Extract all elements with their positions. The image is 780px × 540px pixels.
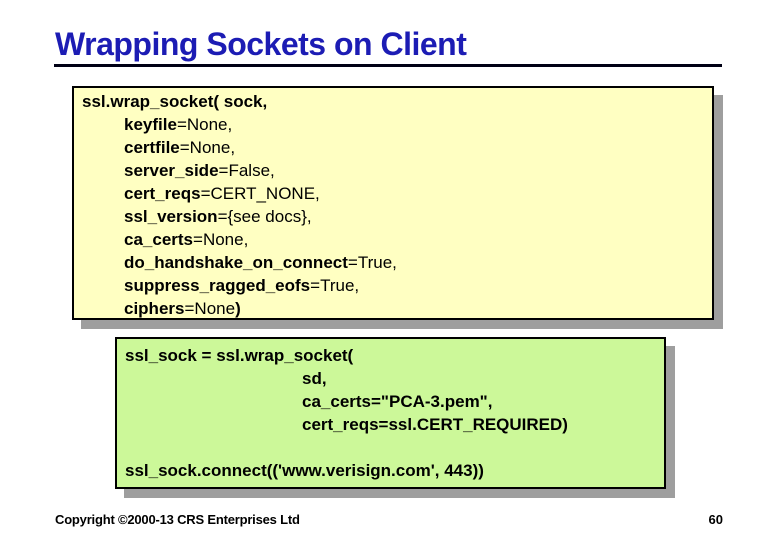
code-segment: sd, [302,369,327,388]
code-segment: cert_reqs [124,184,201,203]
code-line: ca_certs="PCA-3.pem", [125,390,664,413]
code-segment: ={see docs}, [217,207,312,226]
code-segment: ssl_sock.connect(('www.verisign.com', 44… [125,461,484,480]
footer-page-number: 60 [708,512,723,527]
code-segment: ssl.wrap_socket( sock, [82,92,268,111]
code-line: ssl.wrap_socket( sock, [82,90,712,113]
code-box-client-example: ssl_sock = ssl.wrap_socket( sd, ca_certs="… [115,337,666,489]
code-line: ssl_sock.connect(('www.verisign.com', 44… [125,459,664,482]
code-line: ssl_version={see docs}, [82,205,712,228]
code-line: cert_reqs=CERT_NONE, [82,182,712,205]
code-line: keyfile=None, [82,113,712,136]
code-line: ciphers=None) [82,297,712,320]
code-line: sd, [125,367,664,390]
code-segment: do_handshake_on_connect [124,253,348,272]
code-segment: =True, [347,253,397,272]
code-segment: ciphers [124,299,185,318]
code-segment: ca_certs [124,230,194,249]
code-line: ssl_sock = ssl.wrap_socket( [125,344,664,367]
code-segment: keyfile [124,115,177,134]
code-segment: server_side [124,161,219,180]
code-box-wrap-socket-signature: ssl.wrap_socket( sock,keyfile=None,certf… [72,86,714,320]
code-line [125,436,664,459]
code-segment: =None [184,299,236,318]
code-segment: =None, [193,230,249,249]
code-segment: certfile [124,138,180,157]
code-segment: suppress_ragged_eofs [124,276,311,295]
code-segment: =False, [218,161,275,180]
code-line: server_side=False, [82,159,712,182]
code-segment: ) [235,299,241,318]
code-line: cert_reqs=ssl.CERT_REQUIRED) [125,413,664,436]
title-underline [54,64,722,67]
code-line: suppress_ragged_eofs=True, [82,274,712,297]
code-segment: ssl_version [124,207,218,226]
code-segment: =None, [176,115,233,134]
code-segment: ssl_sock = ssl.wrap_socket( [125,346,354,365]
code-segment: =True, [310,276,360,295]
code-segment: ca_certs="PCA-3.pem", [302,392,493,411]
footer-copyright: Copyright ©2000-13 CRS Enterprises Ltd [55,512,300,527]
code-segment: cert_reqs=ssl.CERT_REQUIRED) [302,415,568,434]
code-segment: =None, [179,138,236,157]
slide-title: Wrapping Sockets on Client [55,26,467,62]
code-line: certfile=None, [82,136,712,159]
code-segment: =CERT_NONE, [200,184,320,203]
code-line: ca_certs=None, [82,228,712,251]
code-line: do_handshake_on_connect=True, [82,251,712,274]
